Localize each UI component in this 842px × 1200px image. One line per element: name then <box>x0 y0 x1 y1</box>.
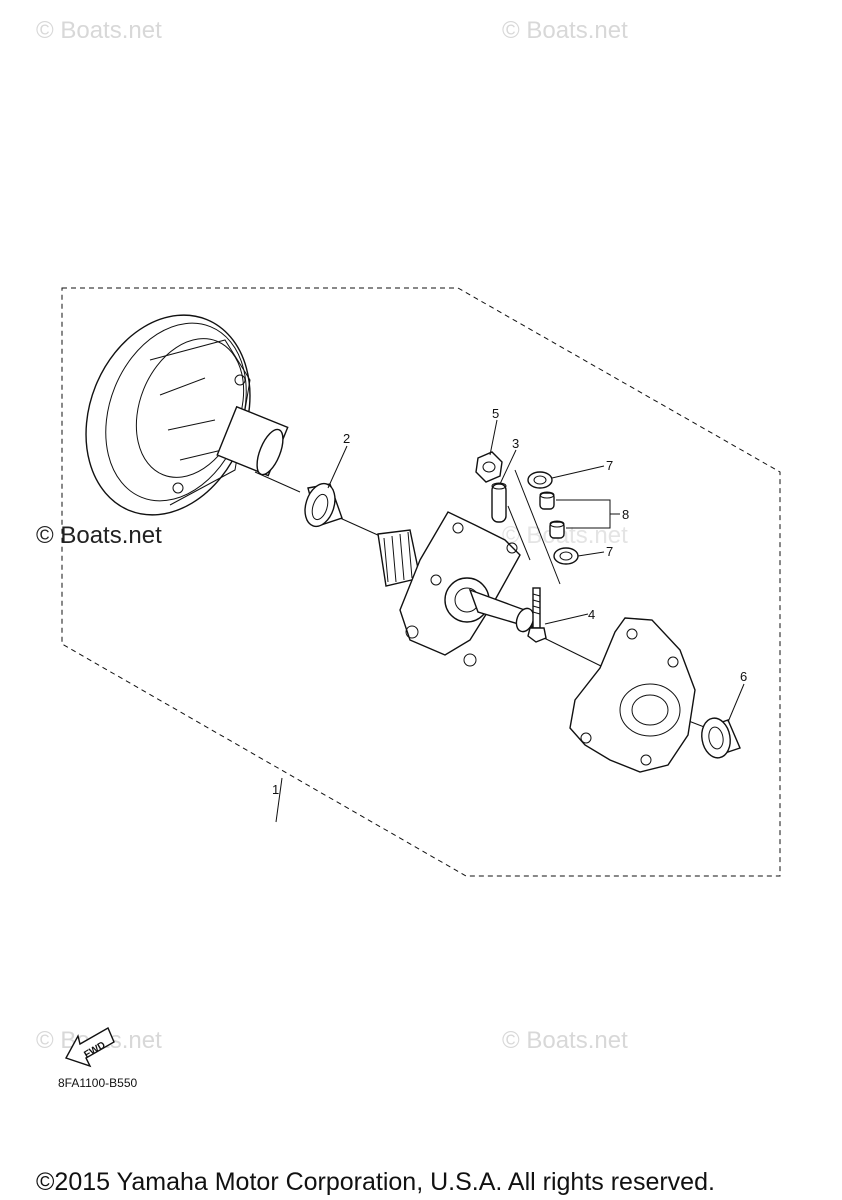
roller-part-8-upper <box>539 491 555 510</box>
callout-2: 2 <box>343 431 350 446</box>
callout-4: 4 <box>588 607 595 622</box>
leader-2 <box>327 445 348 489</box>
leader-4 <box>544 613 589 625</box>
leader-1 <box>275 777 283 823</box>
nut-part-5 <box>475 451 503 483</box>
cover-plate <box>569 617 696 773</box>
diagram-code: 8FA1100-B550 <box>58 1076 138 1090</box>
sub-assembly-bracket-2 <box>507 505 531 561</box>
collar-part-2 <box>304 482 343 528</box>
leader-7b <box>577 551 605 557</box>
copyright-notice: ©2015 Yamaha Motor Corporation, U.S.A. A… <box>36 1168 715 1196</box>
watermark-top-right: © Boats.net <box>502 17 628 44</box>
watermark-center: © Boats.net <box>502 522 628 549</box>
bolt-part-4 <box>527 587 547 643</box>
washer-part-7-upper <box>527 471 553 489</box>
washer-part-7-lower <box>553 547 579 565</box>
spider-hub <box>377 511 535 667</box>
primary-sheave <box>85 314 289 516</box>
callout-5: 5 <box>492 406 499 421</box>
watermark-mid-left: © Boats.net <box>36 522 162 549</box>
bushing-part-6 <box>701 717 741 759</box>
callout-8: 8 <box>622 507 629 522</box>
fwd-arrow-icon: FWD <box>64 1027 115 1068</box>
roller-part-8-lower <box>549 520 565 539</box>
callout-7-lower: 7 <box>606 544 613 559</box>
pin-part-3 <box>491 482 507 523</box>
shaft-axis-line <box>254 471 301 493</box>
sub-assembly-bracket <box>514 469 561 585</box>
leader-6 <box>727 683 745 723</box>
shaft-axis-line-3 <box>539 635 606 669</box>
callout-7-upper: 7 <box>606 458 613 473</box>
callout-1: 1 <box>272 782 279 797</box>
leader-7a <box>551 465 605 479</box>
leader-3 <box>499 449 517 485</box>
watermark-bottom-right: © Boats.net <box>502 1027 628 1054</box>
leader-5 <box>489 419 498 456</box>
assembly-boundary <box>61 287 781 877</box>
shaft-axis-line-2 <box>339 517 381 537</box>
callout-3: 3 <box>512 436 519 451</box>
watermark-top-left: © Boats.net <box>36 17 162 44</box>
callout-6: 6 <box>740 669 747 684</box>
